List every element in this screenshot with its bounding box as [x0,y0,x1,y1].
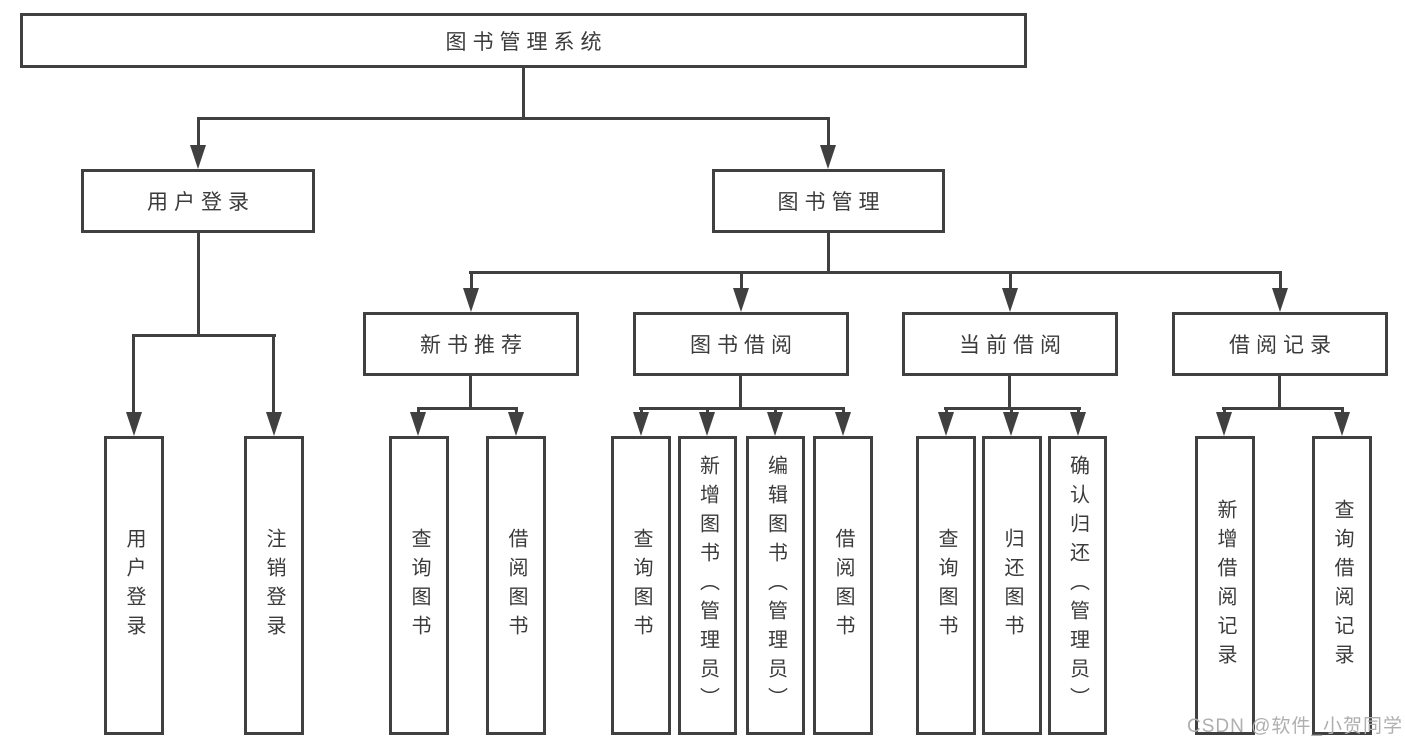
connector-line [469,376,472,410]
node-user-login: 用户登录 [81,169,315,233]
node-label: 借阅图书 [505,527,527,644]
leaf-logout: 注销登录 [244,436,304,735]
leaf-borrow-books-recommend: 借阅图书 [486,436,546,735]
node-label: 新增图书（管理员） [696,455,719,716]
connector-line [272,334,275,414]
arrow-head-icon [508,412,524,436]
arrow-head-icon [463,288,479,312]
connector-line [1278,376,1281,410]
leaf-user-login: 用户登录 [104,436,164,735]
leaf-query-borrow-record: 查询借阅记录 [1312,436,1372,735]
connector-line [417,407,518,410]
arrow-head-icon [410,412,426,436]
node-label: 借阅记录 [1229,334,1337,357]
arrow-head-icon [1334,412,1350,436]
node-label: 新增借阅记录 [1214,498,1236,673]
node-label: 新书推荐 [420,334,528,357]
connector-line [132,334,276,337]
arrow-head-icon [767,412,783,436]
leaf-query-books-recommend: 查询图书 [389,436,449,735]
node-current-borrowing: 当前借阅 [902,312,1118,376]
leaf-confirm-return-admin: 确认归还（管理员） [1048,436,1107,735]
connector-line [827,117,830,147]
connector-line [197,117,200,147]
csdn-watermark: CSDN @软件_小贺同学 [1187,716,1403,737]
arrow-head-icon [266,412,282,436]
connector-line [469,271,1282,274]
connector-line [740,271,743,291]
arrow-head-icon [1272,288,1288,312]
leaf-add-books-admin: 新增图书（管理员） [678,436,737,735]
node-label: 归还图书 [1001,527,1023,644]
node-label: 用户登录 [123,527,145,644]
connector-line [522,68,525,120]
connector-line [639,407,845,410]
node-root: 图书管理系统 [20,13,1027,68]
node-label: 当前借阅 [959,334,1067,357]
connector-line [1222,407,1344,410]
arrow-head-icon [835,412,851,436]
connector-line [132,334,135,414]
arrow-head-icon [1216,412,1232,436]
node-label: 查询借阅记录 [1331,498,1353,673]
node-label: 图书借阅 [690,334,798,357]
leaf-query-books-current: 查询图书 [916,436,976,735]
leaf-query-books-borrowing: 查询图书 [611,436,671,735]
arrow-head-icon [699,412,715,436]
node-new-book-recommend: 新书推荐 [363,312,579,376]
arrow-head-icon [1070,412,1086,436]
connector-line [1009,271,1012,291]
connector-line [739,376,742,410]
node-label: 用户登录 [147,191,255,214]
node-borrowing-records: 借阅记录 [1172,312,1388,376]
node-label: 查询图书 [408,527,430,644]
connector-line [197,117,830,120]
node-label: 借阅图书 [832,527,854,644]
node-label: 查询图书 [935,527,957,644]
connector-line [1279,271,1282,291]
leaf-add-borrow-record: 新增借阅记录 [1195,436,1255,735]
node-label: 确认归还（管理员） [1066,455,1089,716]
node-book-borrowing: 图书借阅 [633,312,849,376]
arrow-head-icon [1002,288,1018,312]
arrow-head-icon [190,145,206,169]
arrow-head-icon [733,288,749,312]
node-book-management: 图书管理 [712,169,945,233]
arrow-head-icon [938,412,954,436]
node-label: 查询图书 [630,527,652,644]
leaf-edit-books-admin: 编辑图书（管理员） [746,436,805,735]
node-label: 图书管理 [777,191,886,214]
connector-line [827,233,830,274]
arrow-head-icon [633,412,649,436]
leaf-borrow-books-borrowing: 借阅图书 [813,436,873,735]
arrow-head-icon [820,145,836,169]
node-label: 注销登录 [263,527,285,644]
connector-line [197,233,200,336]
leaf-return-books: 归还图书 [982,436,1042,735]
connector-line [1008,376,1011,410]
arrow-head-icon [1003,412,1019,436]
arrow-head-icon [126,412,142,436]
node-label: 编辑图书（管理员） [764,455,787,716]
connector-line [470,271,473,291]
node-label: 图书管理系统 [445,30,608,54]
